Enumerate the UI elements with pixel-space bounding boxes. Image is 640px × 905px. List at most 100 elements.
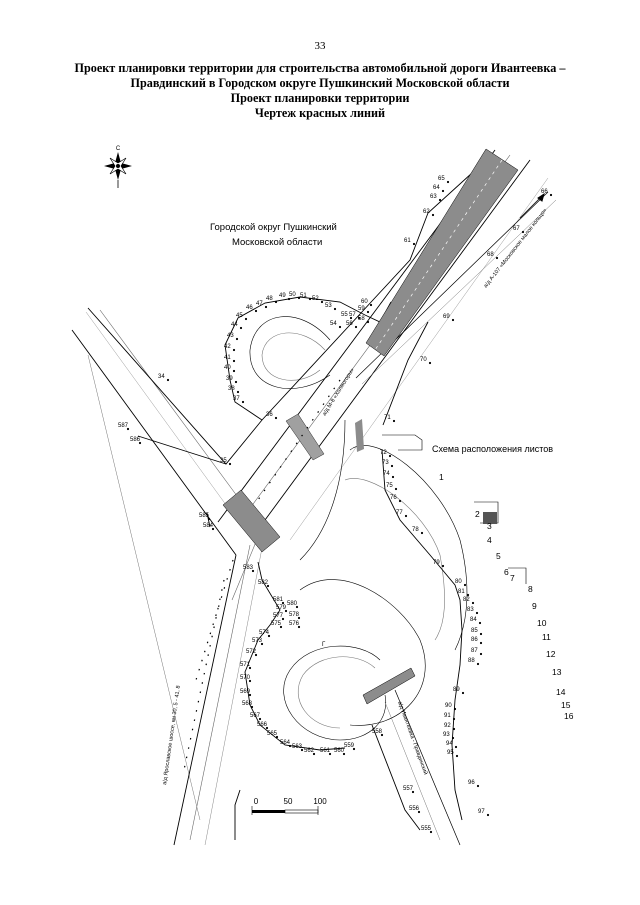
sheet-number-1: 1: [439, 472, 444, 482]
point-marker-81: [466, 593, 470, 597]
point-marker-79: [441, 564, 445, 568]
area-label-2: Московской области: [232, 237, 322, 248]
point-number-87: 87: [471, 648, 478, 654]
point-number-97: 97: [478, 809, 485, 815]
point-marker-586: [138, 441, 142, 445]
point-marker-89: [461, 691, 465, 695]
point-number-76: 76: [390, 495, 397, 501]
point-number-81: 81: [458, 589, 465, 595]
point-marker-573: [260, 642, 264, 646]
point-marker-560: [342, 752, 346, 756]
point-number-50: 50: [289, 292, 296, 298]
point-number-577: 577: [273, 613, 284, 619]
north-mark: С: [116, 146, 121, 152]
point-number-578: 578: [289, 612, 300, 618]
point-number-69: 69: [443, 314, 450, 320]
point-marker-42: [232, 348, 236, 352]
point-number-93: 93: [443, 732, 450, 738]
sheet-number-9: 9: [532, 601, 537, 611]
point-marker-83: [475, 611, 479, 615]
point-marker-92: [452, 727, 456, 731]
point-marker-577: [281, 617, 285, 621]
point-number-581: 581: [273, 597, 284, 603]
point-number-556: 556: [409, 806, 420, 812]
point-marker-563: [300, 748, 304, 752]
point-number-64: 64: [433, 185, 440, 191]
point-marker-76: [398, 499, 402, 503]
point-marker-578: [297, 616, 301, 620]
point-marker-570: [248, 679, 252, 683]
point-number-77: 77: [396, 510, 403, 516]
m8-center-dashes: [183, 379, 341, 771]
point-marker-63: [438, 198, 442, 202]
point-number-566: 566: [257, 722, 268, 728]
point-marker-75: [394, 487, 398, 491]
point-number-562: 562: [304, 748, 315, 754]
point-number-47: 47: [256, 301, 263, 307]
scale-label-100: 100: [313, 797, 327, 806]
point-number-91: 91: [444, 713, 451, 719]
interchange-loops: [249, 316, 468, 741]
point-marker-60: [369, 303, 373, 307]
sheet-number-14: 14: [556, 687, 566, 697]
point-number-46: 46: [246, 305, 253, 311]
point-marker-48: [274, 300, 278, 304]
point-marker-49: [287, 297, 291, 301]
point-marker-94: [454, 745, 458, 749]
sheet-number-12: 12: [546, 649, 556, 659]
point-number-60: 60: [361, 299, 368, 305]
road-a107-label: а/д А-107 «Московское малое кольцо»: [483, 208, 549, 289]
point-number-557: 557: [403, 786, 414, 792]
point-number-51: 51: [300, 293, 307, 299]
red-line-boundaries: [87, 172, 473, 840]
point-number-90: 90: [445, 703, 452, 709]
sheet-number-6: 6: [504, 567, 509, 577]
point-number-574: 574: [259, 630, 270, 636]
title-line-2: Правдинский в Городском округе Пушкински…: [130, 76, 510, 90]
point-number-43: 43: [227, 333, 234, 339]
point-number-78: 78: [412, 527, 419, 533]
point-marker-557: [411, 790, 415, 794]
sheet-number-2: 2: [475, 509, 480, 519]
point-marker-561: [328, 752, 332, 756]
point-marker-582: [266, 584, 270, 588]
title-line-3: Проект планировки территории: [230, 91, 410, 105]
point-number-59: 59: [358, 306, 365, 312]
point-marker-66: [549, 193, 553, 197]
point-marker-64: [441, 189, 445, 193]
point-number-96: 96: [468, 780, 475, 786]
point-number-42: 42: [224, 344, 231, 350]
point-marker-566: [265, 726, 269, 730]
point-number-73: 73: [382, 460, 389, 466]
point-number-573: 573: [252, 638, 263, 644]
point-marker-93: [451, 736, 455, 740]
point-marker-84: [478, 621, 482, 625]
point-marker-96: [476, 784, 480, 788]
point-marker-40: [232, 369, 236, 373]
point-marker-556: [417, 810, 421, 814]
sheet-scheme: [382, 434, 527, 584]
point-marker-587: [126, 427, 130, 431]
point-number-86: 86: [471, 637, 478, 643]
point-marker-59: [366, 310, 370, 314]
point-number-71: 71: [384, 415, 391, 421]
point-marker-82: [471, 601, 475, 605]
point-number-580: 580: [287, 601, 298, 607]
overpass-structures: [222, 148, 519, 705]
point-marker-70: [428, 361, 432, 365]
point-number-575: 575: [271, 621, 282, 627]
point-number-94: 94: [446, 741, 453, 747]
point-number-37: 37: [233, 396, 240, 402]
area-label-1: Городской округ Пушкинский: [210, 222, 337, 233]
ivanteevka-road: [384, 689, 461, 846]
point-number-565: 565: [267, 731, 278, 737]
sheet-scheme-title: Схема расположения листов: [432, 444, 553, 454]
point-marker-65: [446, 180, 450, 184]
point-marker-565: [275, 735, 279, 739]
point-marker-69: [451, 318, 455, 322]
page-number: 33: [314, 40, 326, 52]
scale-label-50: 50: [284, 797, 293, 806]
point-marker-37: [241, 400, 245, 404]
